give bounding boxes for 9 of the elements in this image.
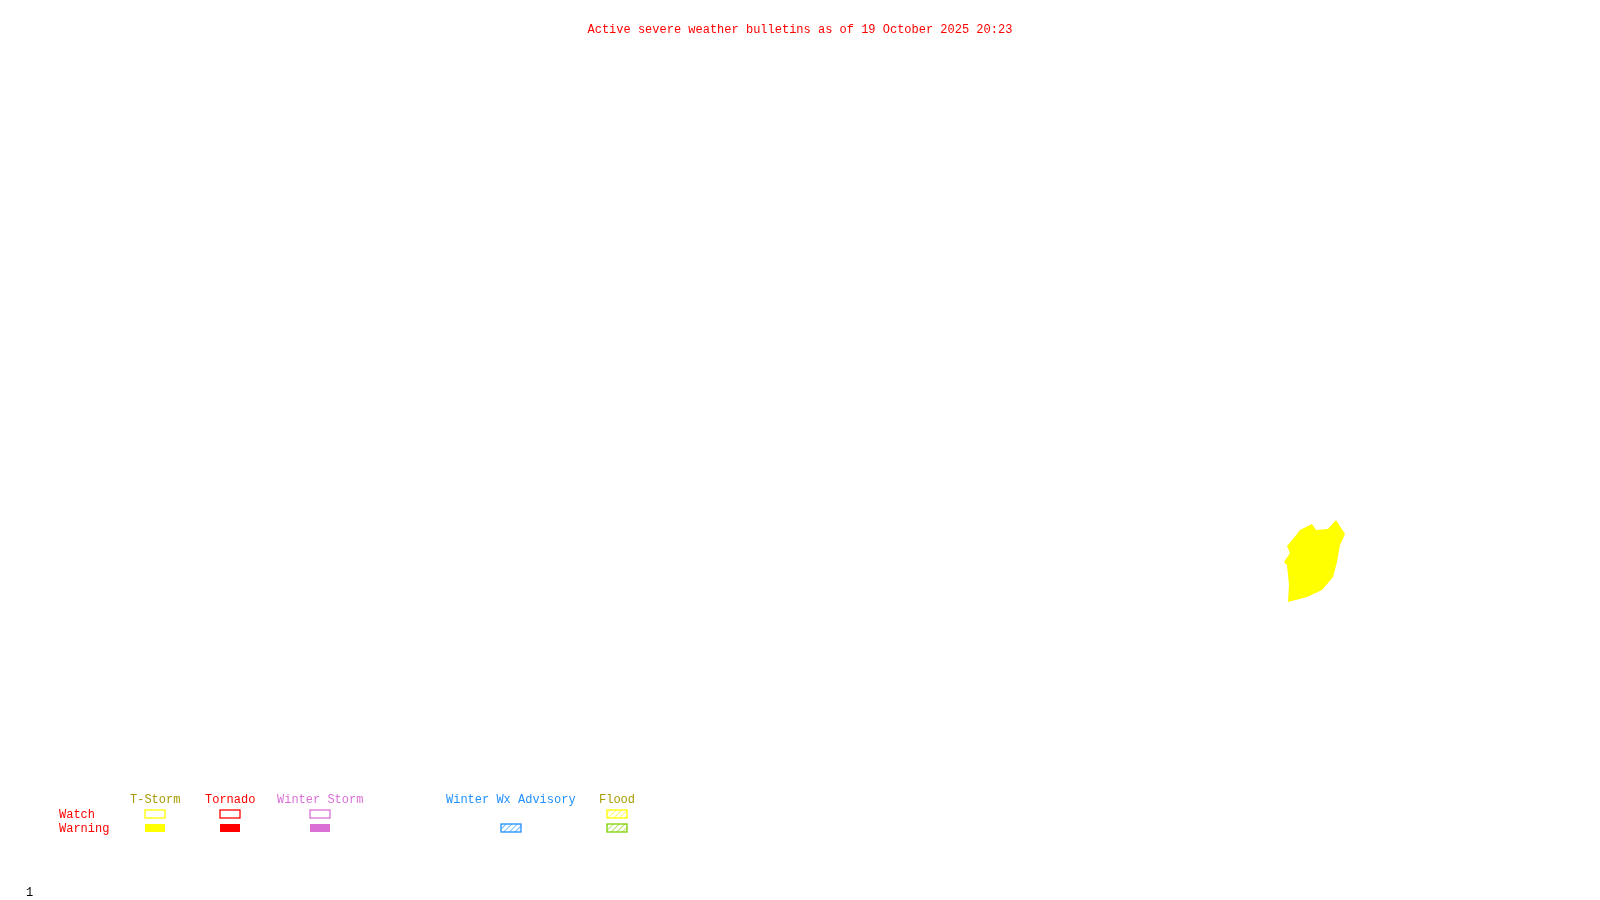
legend-label: Flood xyxy=(599,793,635,807)
map-title: Active severe weather bulletins as of 19 October 2025 20:23 xyxy=(587,23,1013,37)
row-label: Watch xyxy=(59,808,95,822)
legend-label: T-Storm xyxy=(130,793,181,807)
legend-label: Tornado xyxy=(205,793,256,807)
row-label: Warning xyxy=(59,822,110,836)
frame-number: 1 xyxy=(26,886,34,900)
legend-label: Winter Storm xyxy=(277,793,364,807)
legend-label: Winter Wx Advisory xyxy=(446,793,576,807)
